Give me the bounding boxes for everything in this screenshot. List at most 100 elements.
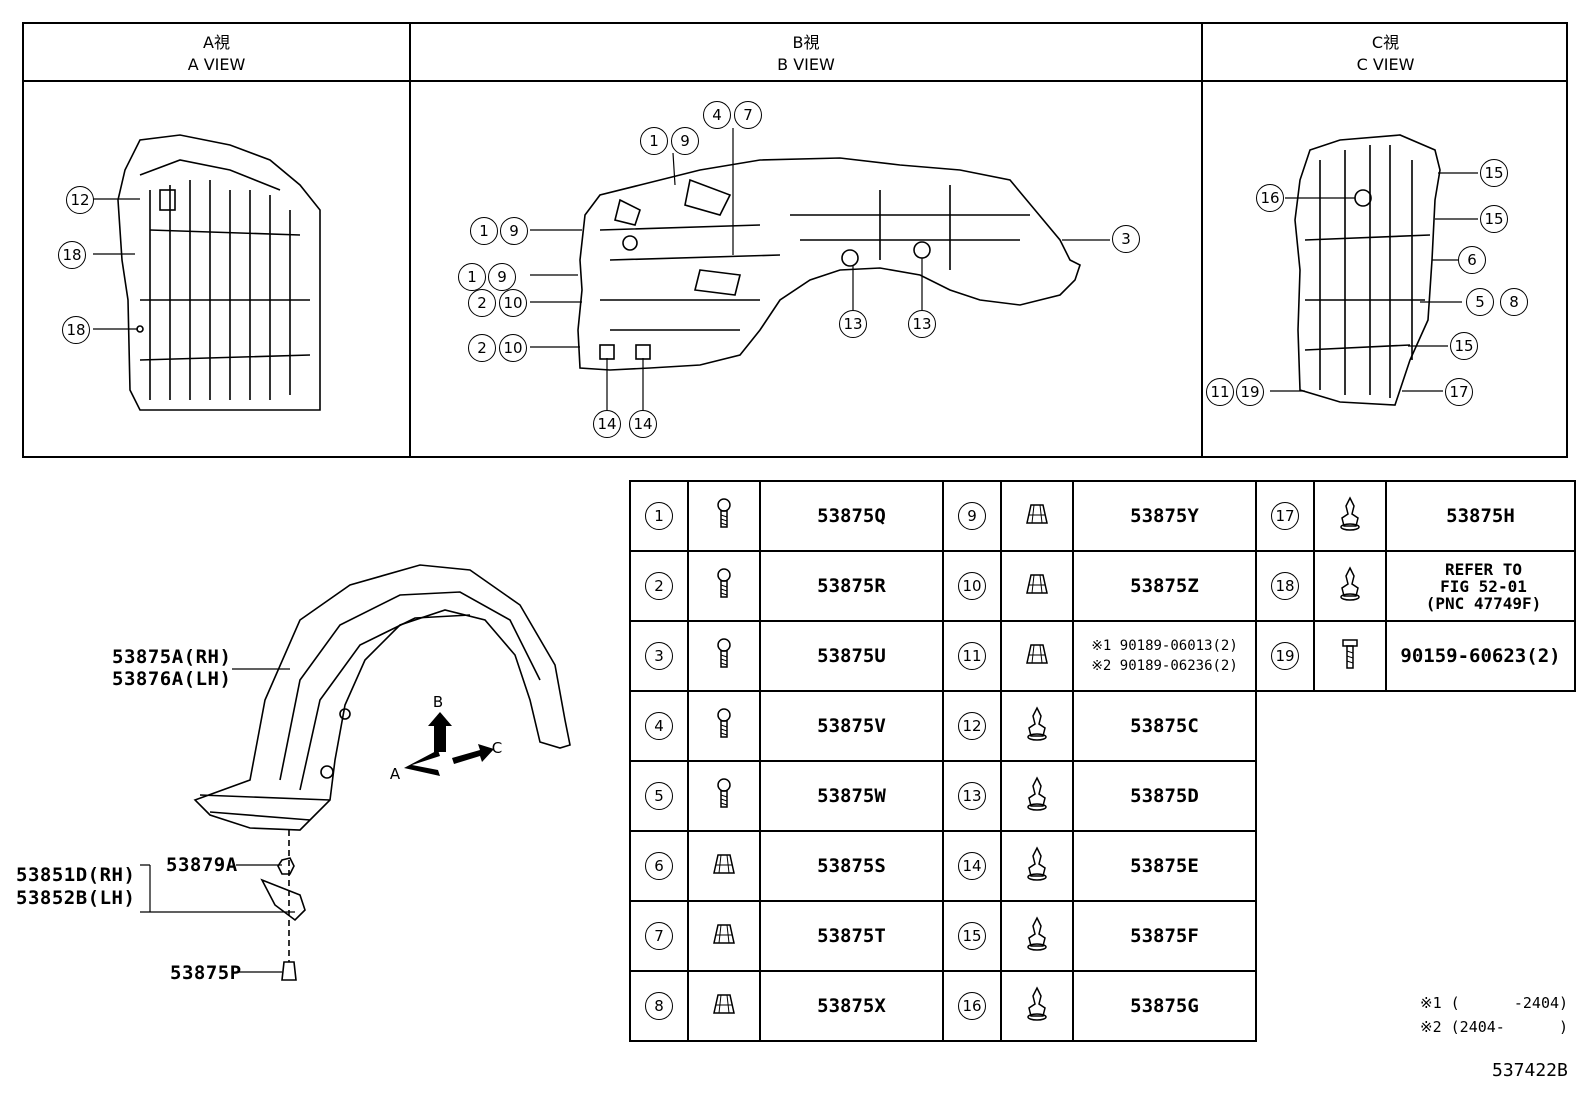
part-number-line: REFER TO [1444,559,1523,579]
nut-icon [1000,480,1074,552]
part-number-cell: 53875S [759,830,944,902]
item-number-cell: 8 [629,970,689,1042]
part-number-cell: 53875F [1072,900,1257,972]
callout-14: 14 [629,410,657,438]
part-number-cell: 53875V [759,690,944,762]
callout-19: 19 [1236,378,1264,406]
item-number: 13 [958,782,986,810]
callout-1: 1 [640,127,668,155]
screw-icon [687,690,761,762]
part-number-cell: 53875R [759,550,944,622]
empty-cell [1314,761,1386,831]
empty-cell [1256,901,1314,971]
item-number-cell: 14 [942,830,1002,902]
part-number-cell: 53875Q [759,480,944,552]
liner-lh-label: 53876A(LH) [112,668,232,690]
item-number: 2 [645,572,673,600]
nut-icon [687,830,761,902]
item-number-cell: 12 [942,690,1002,762]
arrow-a-label: A [389,765,401,783]
callout-17: 17 [1445,378,1473,406]
part-number-line: FIG 52-01 [1440,576,1527,596]
part-number-cell: 53875D [1072,760,1257,832]
item-number-cell: 1 [629,480,689,552]
part-number-line: (PNC 47749F) [1425,593,1542,613]
empty-cell [1386,691,1575,761]
item-number-cell: 10 [942,550,1002,622]
item-number: 9 [958,502,986,530]
part-number-cell: 53875Z [1072,550,1257,622]
item-number-cell: 2 [629,550,689,622]
footnote-1: ※1 ( -2404) [1420,994,1569,1012]
part-number-cell: 53875E [1072,830,1257,902]
table-row: 7 53875T 15 53875F [629,900,1575,972]
screw-icon [687,550,761,622]
part-number-cell: 53875X [759,970,944,1042]
item-number: 8 [645,992,673,1020]
clip-icon [1000,830,1074,902]
part-number-cell: ※1 90189-06013(2)※2 90189-06236(2) [1072,620,1257,692]
leader-lines [93,128,1478,973]
clip-icon [1000,760,1074,832]
empty-cell [1314,901,1386,971]
callout-7: 7 [734,101,762,129]
callout-6: 6 [1458,246,1486,274]
callout-15: 15 [1450,332,1478,360]
arrow-c-label: C [491,739,503,757]
bracket-lh-label: 53852B(LH) [16,887,136,909]
part-number-cell: 90159-60623(2) [1385,620,1576,692]
callout-4: 4 [703,101,731,129]
view-a-header: A視 A VIEW [24,32,409,76]
screw-label: 53875P [170,962,242,984]
item-number-cell: 16 [942,970,1002,1042]
empty-cell [1386,901,1575,971]
item-number: 7 [645,922,673,950]
callout-8: 8 [1500,288,1528,316]
view-panels-frame [22,22,1568,458]
view-a-title-jp: A視 [203,33,230,52]
item-number-cell: 17 [1255,480,1315,552]
clip-icon [1000,900,1074,972]
part-number-line: ※2 90189-06236(2) [1091,658,1238,674]
callout-5: 5 [1466,288,1494,316]
callout-16: 16 [1256,184,1284,212]
fastener-assembly-drawing [260,830,306,981]
view-a-title-en: A VIEW [187,55,246,74]
item-number: 1 [645,502,673,530]
liner-rh-label: 53875A(RH) [112,646,232,668]
item-number: 19 [1271,642,1299,670]
view-c-title-jp: C視 [1371,33,1400,52]
callout-9: 9 [500,217,528,245]
callout-10: 10 [499,289,527,317]
item-number-cell: 18 [1255,550,1315,622]
screw-icon [687,480,761,552]
empty-cell [1314,971,1386,1041]
bracket-rh-label: 53851D(RH) [16,864,136,886]
part-number-cell: 53875H [1385,480,1576,552]
item-number: 12 [958,712,986,740]
clip-icon [1000,690,1074,762]
item-number: 15 [958,922,986,950]
view-b-header: B視 B VIEW [411,32,1201,76]
nut-icon [687,970,761,1042]
empty-cell [1256,831,1314,901]
part-number-cell: 53875C [1072,690,1257,762]
part-number-cell: 53875T [759,900,944,972]
part-number-cell: 53875W [759,760,944,832]
item-number: 11 [958,642,986,670]
item-number-cell: 13 [942,760,1002,832]
callout-9: 9 [488,263,516,291]
item-number: 16 [958,992,986,1020]
view-c-title-en: C VIEW [1356,55,1415,74]
wheel-liner-drawing [193,564,571,831]
c-view-liner-drawing [1294,134,1441,406]
callout-1: 1 [458,263,486,291]
nut-icon [687,900,761,972]
callout-15: 15 [1480,159,1508,187]
nut-icon [1000,550,1074,622]
